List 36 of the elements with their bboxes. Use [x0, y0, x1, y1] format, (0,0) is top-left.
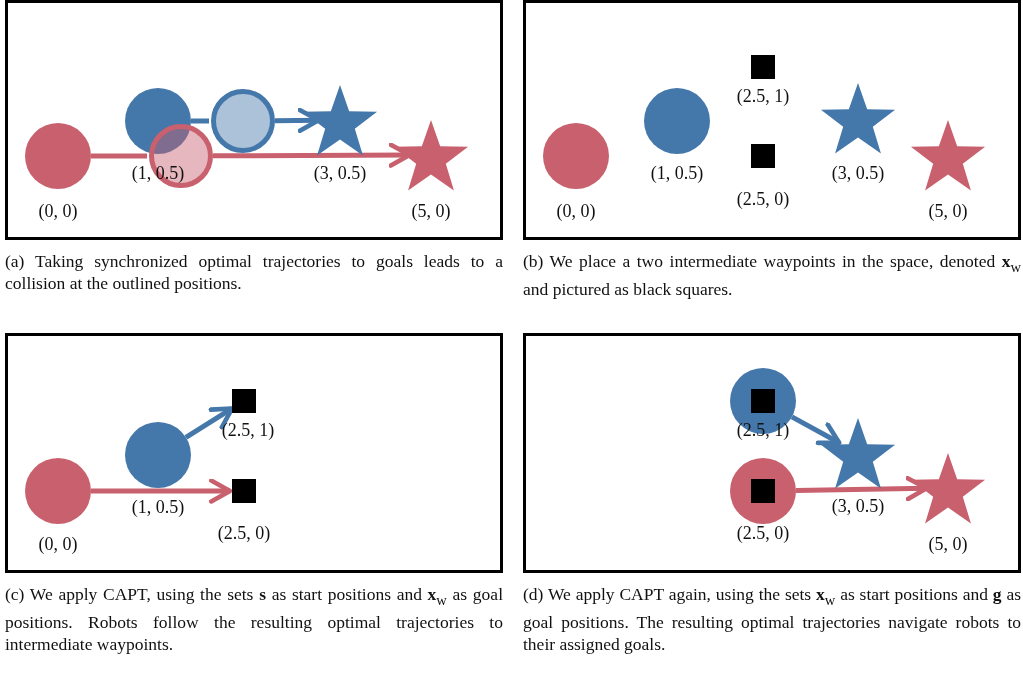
- waypoint-square: [751, 144, 775, 168]
- outlined-robot-circle: [149, 124, 213, 188]
- coordinate-label: (0, 0): [556, 200, 596, 222]
- coordinate-label: (5, 0): [928, 200, 968, 222]
- coordinate-label: (3, 0.5): [313, 162, 367, 184]
- caption: (d) We apply CAPT again, using the sets x$_{w}$ as start positions and g as goal positions. The resulting optimal trajectories navigate robots to their assigned goals.: [523, 583, 1021, 655]
- trajectory-arrow: [790, 414, 842, 446]
- trajectory-arrow: [91, 478, 233, 504]
- panel-frame: [5, 0, 503, 240]
- coordinate-label: (2.5, 0): [736, 188, 790, 210]
- outlined-robot-circle: [211, 89, 275, 153]
- coordinate-label: (5, 0): [411, 200, 451, 222]
- coordinate-label: (2.5, 1): [736, 85, 790, 107]
- caption: (b) We place a two intermediate waypoints in the space, denoted x$_{w}$ and pictured as black squares.: [523, 250, 1021, 300]
- coordinate-label: (1, 0.5): [650, 162, 704, 184]
- panel-frame: [5, 333, 503, 573]
- coordinate-label: (0, 0): [38, 533, 78, 555]
- coordinate-label: (2.5, 0): [736, 522, 790, 544]
- coordinate-label: (0, 0): [38, 200, 78, 222]
- caption: (c) We apply CAPT, using the sets s as start positions and x$_{w}$ as goal positions. Robots follow the resulting optimal trajectories to intermediate waypoints.: [5, 583, 503, 655]
- coordinate-label: (5, 0): [928, 533, 968, 555]
- waypoint-square: [232, 479, 256, 503]
- coordinate-label: (2.5, 0): [217, 522, 271, 544]
- coordinate-label: (2.5, 1): [221, 419, 275, 441]
- waypoint-square: [232, 389, 256, 413]
- panel-frame: [523, 0, 1021, 240]
- coordinate-label: (3, 0.5): [831, 495, 885, 517]
- coordinate-label: (3, 0.5): [831, 162, 885, 184]
- waypoint-square: [751, 389, 775, 413]
- caption: (a) Taking synchronized optimal trajectories to goals leads to a collision at the outlined positions.: [5, 250, 503, 294]
- waypoint-square: [751, 55, 775, 79]
- coordinate-label: (1, 0.5): [131, 496, 185, 518]
- trajectory-arrow: [184, 406, 235, 440]
- coordinate-label: (1, 0.5): [131, 162, 185, 184]
- waypoint-square: [751, 479, 775, 503]
- panel-frame: [523, 333, 1021, 573]
